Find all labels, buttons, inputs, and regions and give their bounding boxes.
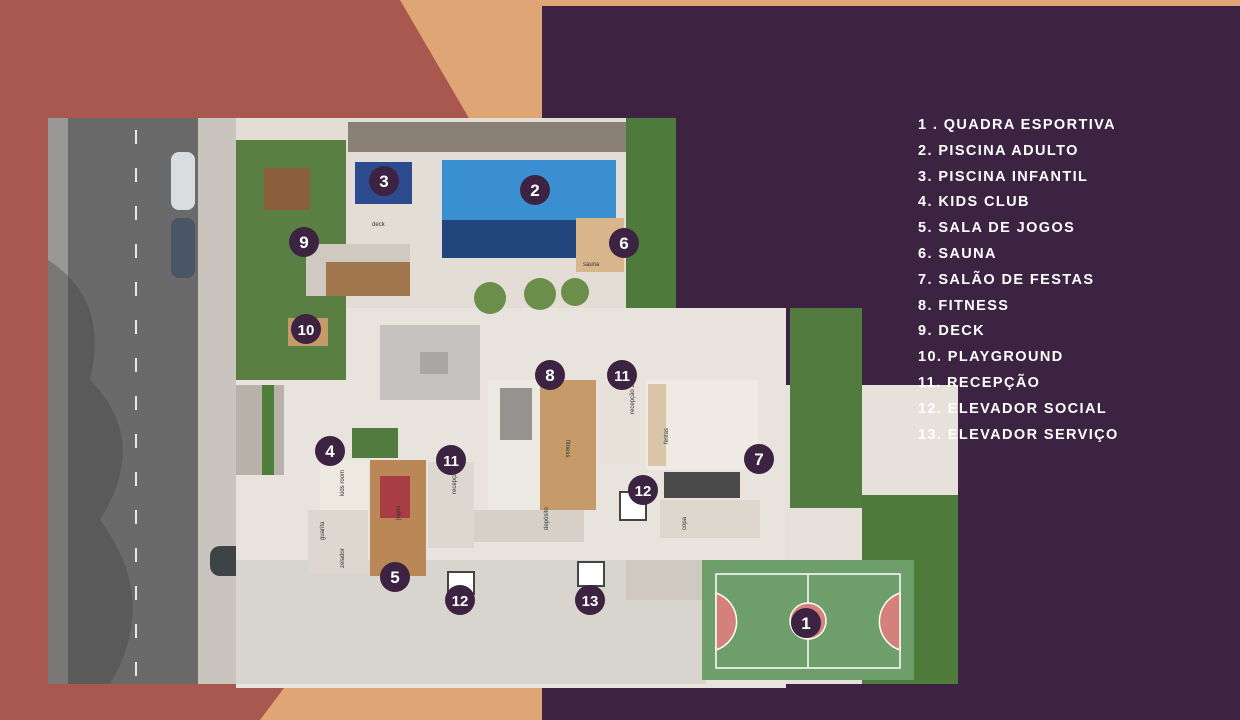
fitness-room [540,380,596,510]
legend-item-9: 9. DECK [918,323,986,340]
marker-1[interactable]: 1 [791,608,821,638]
room-label-jogos: jogos [396,506,402,521]
legend-item-10: 10. PLAYGROUND [918,349,1064,366]
svg-text:3: 3 [379,172,388,191]
car-white [171,152,195,210]
kids-room [320,460,368,514]
room-label-recepcao-1: recepção 1 [452,464,458,494]
legend-item-1: 1 . QUADRA ESPORTIVA [918,117,1116,133]
room-label-recepcao-2: recepção 2 [630,384,636,414]
legend-item-6: 6. SAUNA [918,245,997,262]
street [48,118,286,684]
svg-text:7: 7 [754,450,763,469]
marker-5[interactable]: 5 [380,562,410,592]
marker-11a[interactable]: 11 [607,360,637,390]
room-label-copa: copa [682,516,688,530]
marker-7[interactable]: 7 [744,444,774,474]
room-label-guarita: guarita [320,521,326,540]
svg-text:4: 4 [325,442,335,461]
room-label-zelador: zelador [340,548,346,568]
car-blue [171,218,195,278]
legend-item-5: 5. SALA DE JOGOS [918,220,1076,237]
marker-11b[interactable]: 11 [436,445,466,475]
room-label-sauna: sauna [583,262,600,268]
legend-item-12: 12. ELEVADOR SOCIAL [918,400,1108,417]
svg-text:2: 2 [530,181,539,200]
legend-item-7: 7. SALÃO DE FESTAS [918,271,1095,288]
marker-4[interactable]: 4 [315,436,345,466]
legend-item-4: 4. KIDS CLUB [918,194,1030,211]
room-label-festas: festas [664,428,670,444]
svg-text:8: 8 [545,366,554,385]
svg-text:11: 11 [443,453,459,470]
svg-text:5: 5 [390,568,399,587]
room-label-deposito: depósito [544,507,550,530]
marker-3[interactable]: 3 [369,166,399,196]
marker-2[interactable]: 2 [520,175,550,205]
svg-text:1: 1 [801,614,810,633]
marker-6[interactable]: 6 [609,228,639,258]
marker-9[interactable]: 9 [289,227,319,257]
marker-12b[interactable]: 12 [445,585,475,615]
markers: 1 2 3 4 5 6 7 8 9 10 11 11 12 12 13 [289,166,821,638]
svg-text:12: 12 [635,483,652,500]
legend-item-11: 11. RECEPÇÃO [918,374,1041,391]
legend-item-8: 8. FITNESS [918,297,1010,314]
marker-13[interactable]: 13 [575,585,605,615]
room-label-deck: deck [372,222,386,228]
marker-8[interactable]: 8 [535,360,565,390]
clubhouse: fitness recepção 1 recepção 2 festas kid… [308,380,760,600]
legend-item-13: 13. ELEVADOR SERVIÇO [918,426,1119,443]
marker-10[interactable]: 10 [291,314,321,344]
svg-text:6: 6 [619,234,628,253]
legend-item-3: 3. PISCINA INFANTIL [918,168,1089,185]
room-label-fitness: fitness [564,440,570,457]
svg-text:11: 11 [614,368,630,385]
svg-text:12: 12 [452,593,469,610]
tree-shadow [48,260,133,684]
marker-12a[interactable]: 12 [628,475,658,505]
room-label-kids-room: kids room [340,470,346,496]
svg-text:10: 10 [298,322,315,339]
legend-item-2: 2. PISCINA ADULTO [918,142,1079,159]
legend: 1 . QUADRA ESPORTIVA 2. PISCINA ADULTO 3… [918,113,1119,448]
svg-text:9: 9 [299,233,308,252]
svg-text:13: 13 [582,593,599,610]
